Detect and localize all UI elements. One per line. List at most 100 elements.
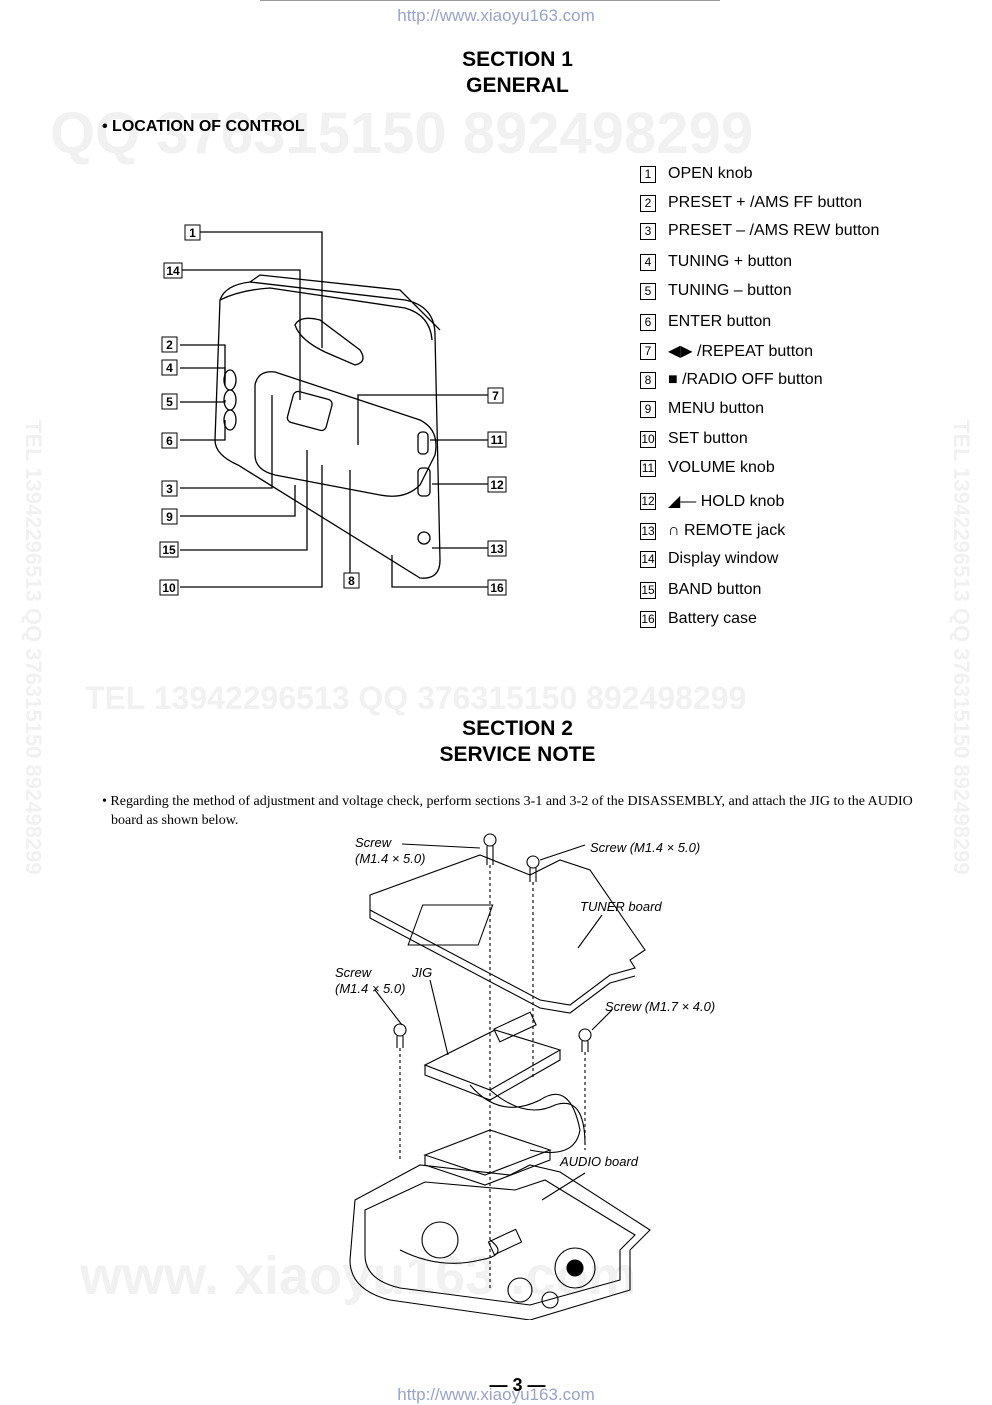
watermark-side-right: TEL 13942296513 QQ 376315150 892498299 <box>949 420 974 875</box>
callout-5: 5 <box>166 395 173 409</box>
display-window <box>286 390 333 432</box>
page-number: — 3 — <box>489 1375 546 1395</box>
callout-10: 10 <box>162 581 176 595</box>
legend-item: 9 MENU button <box>640 400 764 418</box>
callout-4: 4 <box>166 361 173 375</box>
service-note-text: • Regarding the method of adjustment and… <box>102 794 913 828</box>
volume-knob <box>417 431 429 455</box>
label-screw-mid-left-2: (M1.4 × 5.0) <box>335 981 405 996</box>
screw-icon <box>578 1028 592 1052</box>
callout-16: 16 <box>490 581 504 595</box>
tuner-board <box>369 854 646 1006</box>
header-url: http://www.xiaoyu163.com <box>397 6 595 25</box>
legend-number: 5 <box>640 282 656 300</box>
screw-icon <box>483 833 497 865</box>
callout-9: 9 <box>166 510 173 524</box>
button-enter <box>223 409 237 431</box>
watermark-middle: TEL 13942296513 QQ 376315150 892498299 <box>85 680 747 716</box>
top-rule <box>260 0 720 1</box>
open-knob <box>294 317 364 366</box>
section2-heading-line2: SERVICE NOTE <box>439 743 596 766</box>
callout-14: 14 <box>166 264 180 278</box>
legend-label: PRESET – /AMS REW button <box>668 222 880 239</box>
screw-icon <box>526 855 540 882</box>
assembly-diagram: Screw (M1.4 × 5.0) Screw (M1.4 × 5.0) TU… <box>335 833 715 1320</box>
legend-item: 5 TUNING – button <box>640 282 792 300</box>
callout-1: 1 <box>189 226 196 240</box>
button-tuning-minus <box>223 389 237 411</box>
legend-item: 12 ◢— HOLD knob <box>640 491 784 511</box>
legend-item: 7 ◀▶ /REPEAT button <box>640 341 813 361</box>
callout-12: 12 <box>490 478 504 492</box>
label-audio-board: AUDIO board <box>559 1154 639 1169</box>
tuner-board-window <box>407 904 494 946</box>
button-tuning-plus <box>223 369 237 391</box>
legend-label: ∩ REMOTE jack <box>668 522 786 539</box>
legend-number: 9 <box>640 400 656 418</box>
section1-heading-line1: SECTION 1 <box>462 48 573 71</box>
watermark-side-left: TEL 13942296513 QQ 376315150 892498299 <box>21 420 46 875</box>
label-jig: JIG <box>411 965 432 980</box>
legend-number: 2 <box>640 194 656 212</box>
reel-right <box>554 1247 596 1289</box>
callout-15: 15 <box>162 543 176 557</box>
cassette-window <box>254 371 437 497</box>
legend-number: 13 <box>640 522 656 540</box>
callout-7: 7 <box>492 389 499 403</box>
callout-8: 8 <box>348 574 355 588</box>
location-of-control-subheading: • LOCATION OF CONTROL <box>102 118 305 135</box>
legend-number: 3 <box>640 222 656 240</box>
legend-label: BAND button <box>668 581 762 598</box>
legend-label: TUNING + button <box>668 253 793 270</box>
legend-label: SET button <box>668 430 748 447</box>
jig-board <box>423 1029 562 1091</box>
legend-item: 16 Battery case <box>640 610 757 628</box>
legend-label: ◢— HOLD knob <box>668 493 785 510</box>
legend-label: Battery case <box>668 610 757 627</box>
footer-url: http://www.xiaoyu163.com <box>397 1385 595 1404</box>
legend-number: 16 <box>640 610 656 628</box>
connector-board <box>423 1129 552 1176</box>
label-screw-top-left-1: Screw <box>355 835 393 850</box>
legend-number: 12 <box>640 492 656 510</box>
legend-label: MENU button <box>668 400 765 417</box>
remote-jack <box>417 531 431 545</box>
legend-item: 4 TUNING + button <box>640 253 792 271</box>
legend-label: ■ /RADIO OFF button <box>668 371 823 388</box>
legend-item: 3 PRESET – /AMS REW button <box>640 222 879 240</box>
callout-13: 13 <box>490 542 504 556</box>
legend-number: 14 <box>640 550 656 568</box>
section1-heading-line2: GENERAL <box>466 74 569 97</box>
section1-heading: SECTION 1 GENERAL <box>0 47 992 99</box>
screw-icon <box>393 1023 407 1048</box>
legend-number: 6 <box>640 313 656 331</box>
device-diagram: 1 14 2 4 5 6 3 9 15 10 8 7 11 12 13 16 <box>159 224 507 596</box>
label-screw-mid-left-1: Screw <box>335 965 373 980</box>
legend-item: 8■ /RADIO OFF button <box>640 371 823 389</box>
legend-number: 11 <box>640 459 656 477</box>
label-screw-mid-right: Screw (M1.7 × 4.0) <box>605 999 715 1014</box>
audio-board-connector <box>487 1228 523 1256</box>
reel-left <box>421 1221 459 1259</box>
cassette-housing <box>349 1164 651 1320</box>
jig-connector <box>493 1011 537 1043</box>
legend-label: OPEN knob <box>668 165 753 182</box>
legend-number: 7 <box>640 342 656 360</box>
callout-11: 11 <box>491 433 504 447</box>
device-body <box>214 281 441 579</box>
legend-item: 11 VOLUME knob <box>640 459 775 477</box>
flex-cable <box>469 1084 581 1154</box>
legend-label: VOLUME knob <box>668 459 775 476</box>
callout-2: 2 <box>166 338 173 352</box>
label-screw-top-left-2: (M1.4 × 5.0) <box>355 851 425 866</box>
legend-number: 10 <box>640 430 656 448</box>
legend-item: 13 ∩ REMOTE jack <box>640 522 785 540</box>
legend-number: 4 <box>640 253 656 271</box>
watermark-top: QQ 376315150 892498299 <box>50 101 754 166</box>
legend-label: ◀▶ /REPEAT button <box>668 343 813 360</box>
legend-label: TUNING – button <box>668 282 792 299</box>
